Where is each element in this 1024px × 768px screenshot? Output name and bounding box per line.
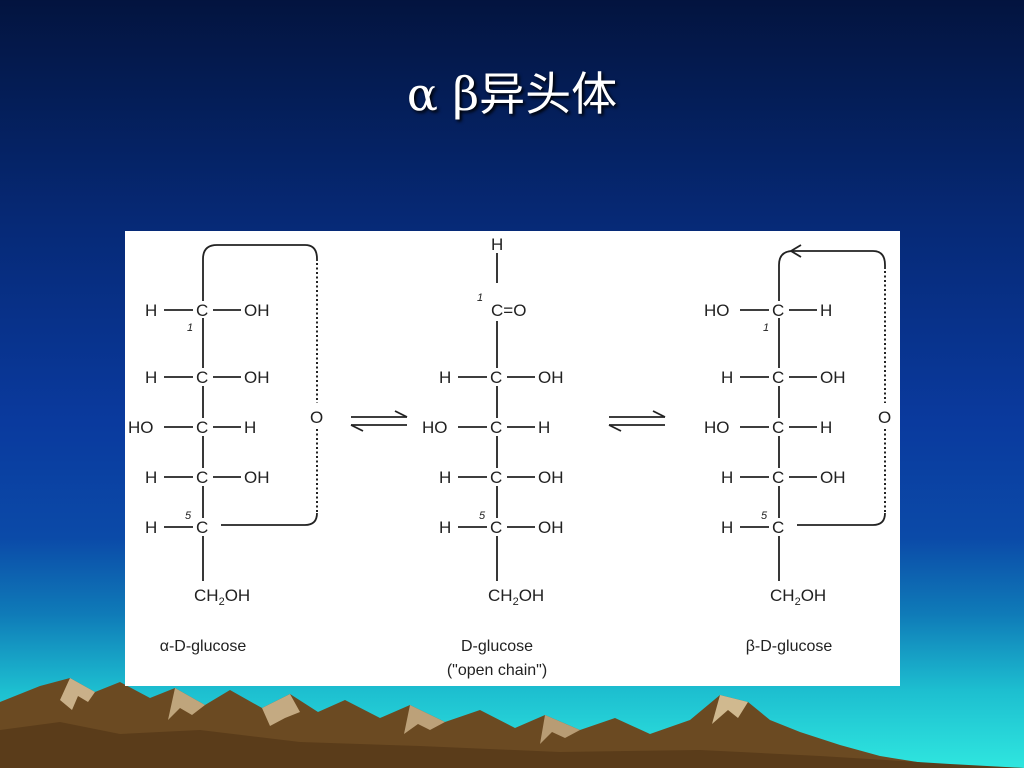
alpha-c6-group: CH2OH: [194, 586, 250, 608]
open-c3-right: H: [538, 418, 550, 437]
beta-c4-carbon: C: [772, 468, 784, 487]
glucose-anomer-diagram: H C OH 1 H C OH HO C H H C OH H C 5: [125, 231, 900, 686]
ring-bond-bottom: [221, 512, 318, 526]
alpha-c6-prefix: CH: [194, 586, 219, 605]
mountain-highlight: [540, 715, 580, 744]
reverse-arrow-head: [608, 424, 622, 432]
alpha-c6-subscript: 2: [219, 596, 225, 608]
beta-c6-prefix: CH: [770, 586, 795, 605]
beta-c2-carbon: C: [772, 368, 784, 387]
open-c1-carbonyl: C=O: [491, 301, 526, 320]
open-chain-d-glucose-structure: H C=O 1 H C OH: [422, 235, 564, 679]
alpha-c4-left: H: [145, 468, 157, 487]
mountain-highlight: [168, 688, 205, 720]
alpha-caption: α-D-glucose: [160, 638, 247, 655]
beta-caption: β-D-glucose: [746, 638, 833, 655]
open-c5-right: OH: [538, 518, 564, 537]
open-c6-suffix: OH: [519, 586, 545, 605]
equilibrium-arrow-icon: [350, 410, 408, 432]
beta-c6-subscript: 2: [795, 596, 801, 608]
alpha-ring-oxygen: O: [310, 408, 323, 427]
beta-c4-left: H: [721, 468, 733, 487]
mountain-highlight: [712, 695, 748, 724]
open-c2-carbon: C: [490, 368, 502, 387]
beta-c6-group: CH2OH: [770, 586, 826, 608]
beta-c6-suffix: OH: [801, 586, 827, 605]
alpha-c5-number: 5: [185, 510, 192, 522]
open-c3-left: HO: [422, 418, 448, 437]
open-c4-carbon: C: [490, 468, 502, 487]
open-c6-subscript: 2: [513, 596, 519, 608]
open-c1-number: 1: [477, 292, 483, 304]
mountain-foothills: [0, 722, 1024, 768]
open-caption-line2: ("open chain"): [447, 662, 547, 679]
alpha-c2-carbon: C: [196, 368, 208, 387]
beta-c3-left: HO: [704, 418, 730, 437]
open-c5-number: 5: [479, 510, 486, 522]
ring-bond-bottom: [797, 512, 886, 526]
beta-c1-number: 1: [763, 322, 769, 334]
beta-c4-right: OH: [820, 468, 846, 487]
beta-c5-number: 5: [761, 510, 768, 522]
ring-arrow-head: [789, 244, 802, 258]
alpha-c1-left: H: [145, 301, 157, 320]
alpha-c5-left: H: [145, 518, 157, 537]
beta-c5-left: H: [721, 518, 733, 537]
open-c6-prefix: CH: [488, 586, 513, 605]
mountain-highlight: [262, 694, 300, 726]
open-caption-line1: D-glucose: [461, 638, 533, 655]
forward-arrow-head: [652, 410, 666, 418]
alpha-c4-right: OH: [244, 468, 270, 487]
alpha-c3-right: H: [244, 418, 256, 437]
alpha-c2-left: H: [145, 368, 157, 387]
alpha-d-glucose-structure: H C OH 1 H C OH HO C H H C OH H C 5: [128, 244, 323, 655]
open-c4-right: OH: [538, 468, 564, 487]
open-c4-left: H: [439, 468, 451, 487]
open-c2-right: OH: [538, 368, 564, 387]
beta-c3-carbon: C: [772, 418, 784, 437]
open-c2-left: H: [439, 368, 451, 387]
alpha-c1-carbon: C: [196, 301, 208, 320]
open-top-h: H: [491, 235, 503, 254]
mountain-range-decoration: [0, 678, 1024, 768]
open-c5-left: H: [439, 518, 451, 537]
beta-d-glucose-structure: HO C H 1 H C OH HO C H H C OH H C 5: [704, 244, 891, 655]
alpha-c1-right: OH: [244, 301, 270, 320]
mountain-highlight: [404, 705, 445, 734]
equilibrium-arrow-icon: [608, 410, 666, 432]
alpha-c1-number: 1: [187, 322, 193, 334]
diagram-canvas: H C OH 1 H C OH HO C H H C OH H C 5: [128, 235, 891, 679]
beta-ring-oxygen: O: [878, 408, 891, 427]
alpha-c2-right: OH: [244, 368, 270, 387]
alpha-c6-suffix: OH: [225, 586, 251, 605]
forward-arrow-head: [394, 410, 408, 418]
beta-c2-left: H: [721, 368, 733, 387]
beta-c1-right: H: [820, 301, 832, 320]
open-c3-carbon: C: [490, 418, 502, 437]
beta-c5-carbon: C: [772, 518, 784, 537]
beta-c1-left: HO: [704, 301, 730, 320]
slide-title: α β异头体: [406, 67, 618, 121]
alpha-c3-carbon: C: [196, 418, 208, 437]
ring-bond-top: [202, 244, 318, 301]
alpha-c3-left: HO: [128, 418, 154, 437]
alpha-c4-carbon: C: [196, 468, 208, 487]
beta-c1-carbon: C: [772, 301, 784, 320]
open-c6-group: CH2OH: [488, 586, 544, 608]
alpha-c5-carbon: C: [196, 518, 208, 537]
mountain-highlight: [60, 678, 95, 710]
beta-c3-right: H: [820, 418, 832, 437]
reverse-arrow-head: [350, 424, 364, 432]
ring-bond-top: [778, 250, 886, 301]
beta-c2-right: OH: [820, 368, 846, 387]
open-c5-carbon: C: [490, 518, 502, 537]
